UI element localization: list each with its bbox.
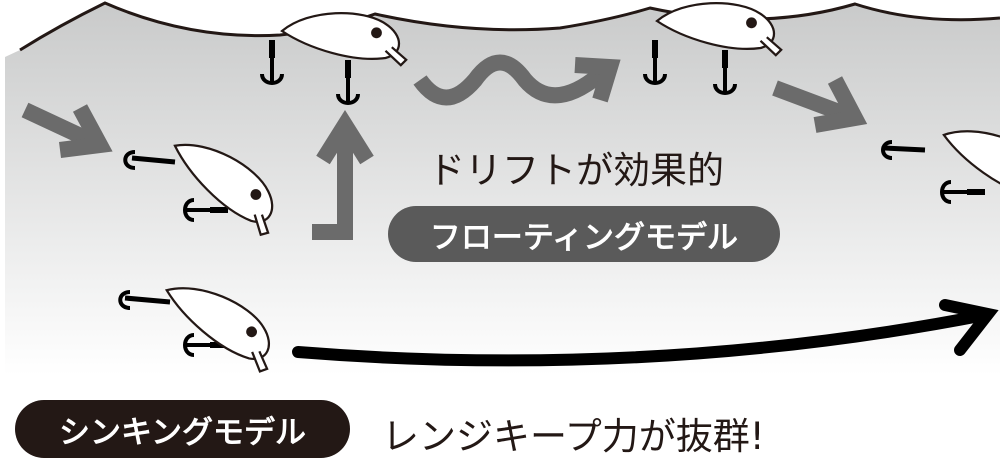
arrow-down-right-icon <box>772 76 868 133</box>
water-surface-line <box>19 1 1000 52</box>
arrow-down-right-icon <box>21 102 113 158</box>
arrow-up-icon <box>312 109 374 240</box>
sinking-lure-icon <box>118 272 288 375</box>
floating-model-badge: フローティングモデル <box>388 206 780 262</box>
range-keep-caption: レンジキープ力が抜群! <box>382 415 765 458</box>
drift-caption: ドリフトが効果的 <box>428 149 724 192</box>
diving-lure-icon <box>123 129 293 239</box>
lure-edge-icon <box>881 117 1000 211</box>
long-arrow-icon <box>292 299 999 367</box>
sinking-model-badge: シンキングモデル <box>15 400 350 458</box>
water-body <box>5 3 1000 375</box>
wave-arrow-icon <box>413 54 621 106</box>
